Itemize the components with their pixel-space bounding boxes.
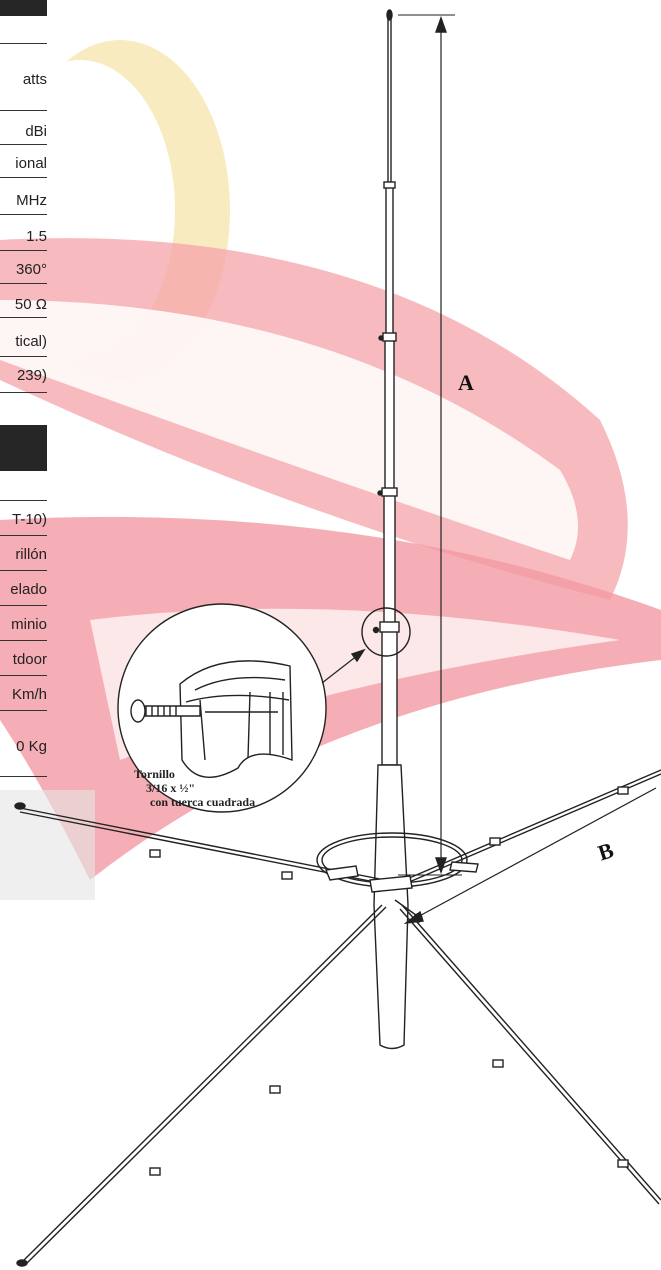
dimension-a-label: A bbox=[458, 370, 474, 395]
dimension-b-label: B bbox=[595, 837, 617, 865]
callout-text-line1: Tornillo bbox=[134, 767, 175, 781]
spec-value-gain: dBi bbox=[25, 123, 47, 140]
spec-value-impedance: 50 Ω bbox=[14, 296, 47, 313]
spec-value-frequency: MHz bbox=[16, 192, 47, 209]
spec-value-vswr: 1.5 bbox=[26, 228, 47, 245]
callout-text-line3: con tuerca cuadrada bbox=[150, 795, 255, 809]
spec-rule bbox=[0, 250, 47, 251]
callout-text-line2: 3/16 x ½" bbox=[146, 781, 195, 795]
spec-rule bbox=[0, 356, 47, 357]
mast-segment bbox=[384, 334, 395, 491]
spec-rule bbox=[0, 675, 47, 676]
spec-value-use: tdoor bbox=[12, 651, 47, 668]
spec-value-beamwidth: 360° bbox=[15, 261, 47, 278]
spec-value-material: minio bbox=[11, 616, 47, 633]
spec-rule bbox=[0, 535, 47, 536]
header-bar-top bbox=[0, 0, 47, 16]
spec-rule bbox=[0, 283, 47, 284]
mast-base bbox=[373, 764, 409, 1050]
spec-value-mount: T-10) bbox=[11, 511, 47, 528]
spec-rule bbox=[0, 43, 47, 44]
spec-value-clamp: rillón bbox=[15, 546, 47, 563]
dimension-b-line bbox=[411, 787, 657, 921]
spec-rule bbox=[0, 214, 47, 215]
spec-rule bbox=[0, 177, 47, 178]
detail-zoom-circle bbox=[361, 607, 411, 657]
spec-value-wind: Km/h bbox=[11, 686, 47, 703]
spec-rule bbox=[0, 640, 47, 641]
spec-value-pattern: ional bbox=[15, 155, 47, 172]
spec-rule bbox=[0, 317, 47, 318]
mast-segment bbox=[385, 184, 394, 336]
mast-segment bbox=[383, 489, 396, 626]
mast-segment bbox=[381, 624, 398, 766]
spec-value-power: atts bbox=[22, 71, 47, 88]
spec-value-polarization: tical) bbox=[15, 333, 47, 350]
clamp-illustration bbox=[179, 660, 293, 778]
spec-rule bbox=[0, 605, 47, 606]
spec-rule bbox=[0, 500, 47, 501]
spec-rule bbox=[0, 144, 47, 145]
header-bar-mechanical bbox=[0, 425, 47, 471]
radial-element bbox=[401, 904, 661, 1201]
spec-rule bbox=[0, 570, 47, 571]
radial-element bbox=[19, 807, 386, 881]
spec-rule bbox=[0, 110, 47, 111]
spec-rule bbox=[0, 776, 47, 777]
spec-rule bbox=[0, 392, 47, 393]
spec-value-finish: elado bbox=[10, 581, 47, 598]
radial-element bbox=[21, 904, 383, 1263]
spec-value-connector: 239) bbox=[16, 367, 47, 384]
spec-rule bbox=[0, 710, 47, 711]
spec-value-weight: 0 Kg bbox=[16, 738, 47, 755]
